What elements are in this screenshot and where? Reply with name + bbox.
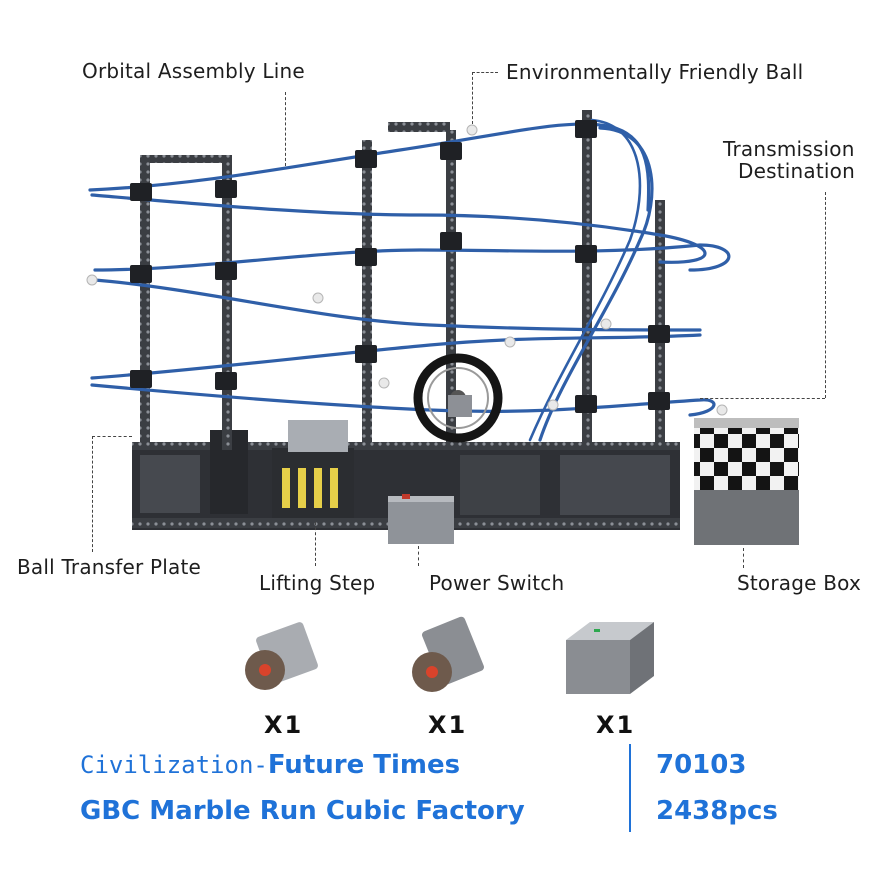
callout-transmission: Transmission xyxy=(723,137,855,161)
motor-icon xyxy=(245,622,318,690)
track-brackets xyxy=(130,120,670,413)
leader-transmission-v xyxy=(825,192,826,398)
quantity-motor-2: X1 xyxy=(428,711,468,739)
orbital-assembly-tracks xyxy=(88,118,731,442)
leader-lifting xyxy=(315,522,316,566)
product-name: GBC Marble Run Cubic Factory xyxy=(80,796,525,826)
storage-box xyxy=(694,418,799,545)
leader-transmission-h xyxy=(700,398,825,399)
power-switch-box xyxy=(388,494,454,544)
callout-lifting-step: Lifting Step xyxy=(259,571,376,595)
quantity-battery-box: X1 xyxy=(596,711,636,739)
series-prefix: Civilization- xyxy=(80,751,268,779)
leader-power xyxy=(418,546,419,566)
leader-ball xyxy=(472,72,498,73)
callout-ball-transfer-plate: Ball Transfer Plate xyxy=(17,555,202,579)
callout-power-switch: Power Switch xyxy=(429,571,565,595)
callout-storage-box: Storage Box xyxy=(737,571,861,595)
callout-destination: Destination xyxy=(738,159,855,183)
piece-count: 2438pcs xyxy=(656,796,778,826)
battery-box-icon xyxy=(566,622,654,694)
callout-environmentally-friendly-ball: Environmentally Friendly Ball xyxy=(506,60,804,84)
lifting-wheel xyxy=(413,353,503,443)
series-title: Civilization-Future Times xyxy=(80,750,460,780)
leader-storage xyxy=(743,548,744,568)
lifting-step-mechanism xyxy=(272,420,354,518)
leader-orbital xyxy=(285,92,286,166)
model-number: 70103 xyxy=(656,750,747,780)
leader-transfer-h xyxy=(92,436,132,437)
marble-balls xyxy=(86,124,728,416)
callout-orbital-assembly-line: Orbital Assembly Line xyxy=(82,59,305,83)
quantity-motor-1: X1 xyxy=(264,711,304,739)
series-name: Future Times xyxy=(267,750,461,780)
leader-ball-v xyxy=(472,72,473,124)
ball-transfer-plate xyxy=(132,430,680,530)
info-divider xyxy=(629,744,631,832)
motor-icon xyxy=(412,616,484,692)
leader-transfer-v xyxy=(92,436,93,552)
